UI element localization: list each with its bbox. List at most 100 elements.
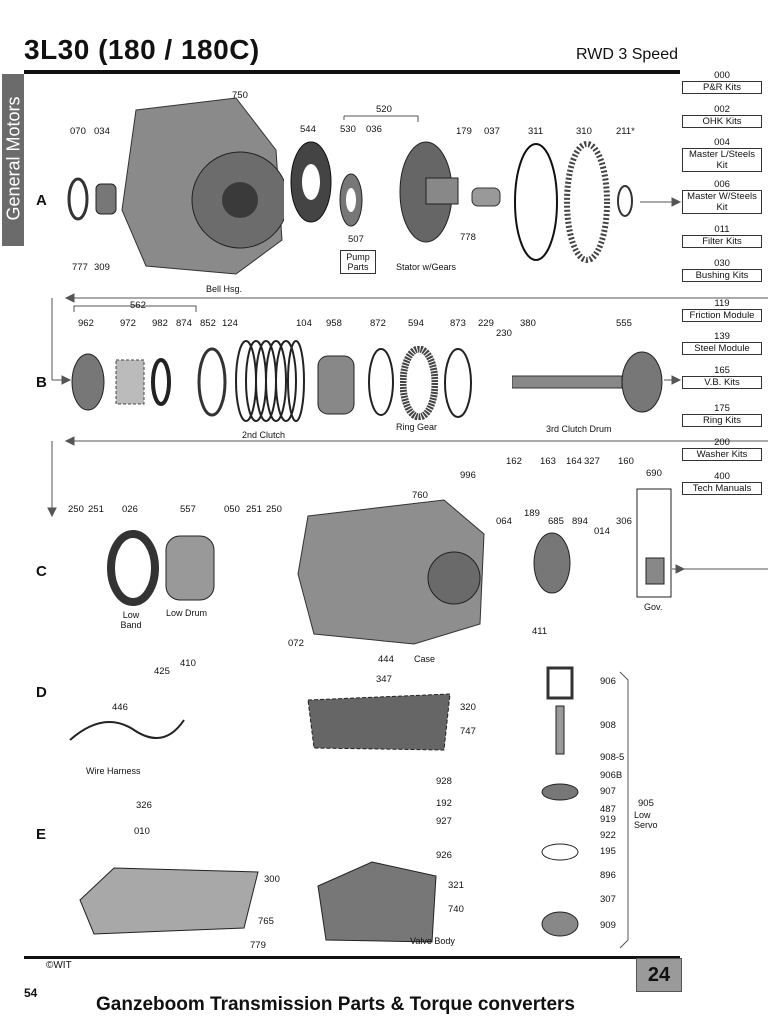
caption-2nd-clutch: 2nd Clutch: [242, 430, 286, 440]
low-drum-part: [164, 530, 216, 606]
part-520: 520: [376, 104, 392, 115]
part-306: 306: [616, 516, 632, 527]
footer-rule: [24, 956, 680, 959]
seal-ring-part: [338, 172, 364, 228]
caption-stator: Stator w/Gears: [396, 262, 457, 272]
part-928: 928: [436, 776, 452, 787]
part-444: 444: [378, 654, 394, 665]
part-410: 410: [180, 658, 196, 669]
seal-ring-311: [512, 140, 560, 264]
kit-label: Bushing Kits: [682, 269, 762, 282]
part-192: 192: [436, 798, 452, 809]
part-014: 014: [594, 526, 610, 537]
kit-label: OHK Kits: [682, 115, 762, 128]
part-164: 164: [566, 456, 582, 467]
kit-label: P&R Kits: [682, 81, 762, 94]
caption-low-servo: Low Servo: [634, 810, 658, 830]
part-778: 778: [460, 232, 476, 243]
part-411: 411: [532, 626, 548, 637]
separator-plate-part: [304, 690, 454, 754]
pump-parts-box: Pump Parts: [340, 250, 376, 274]
part-557: 557: [180, 504, 196, 515]
part-034: 034: [94, 126, 110, 137]
part-530: 530: [340, 124, 356, 135]
part-327: 327: [584, 456, 600, 467]
part-163: 163: [540, 456, 556, 467]
part-962: 962: [78, 318, 94, 329]
part-026: 026: [122, 504, 138, 515]
part-507: 507: [348, 234, 364, 245]
kit-code: 175: [714, 403, 730, 414]
part-760: 760: [412, 490, 428, 501]
part-905: 905: [638, 798, 654, 809]
section-b-label: B: [36, 374, 47, 391]
section-e-label: E: [36, 826, 47, 843]
part-425: 425: [154, 666, 170, 677]
part-124: 124: [222, 318, 238, 329]
part-906b: 906B: [600, 770, 623, 781]
part-852: 852: [200, 318, 216, 329]
kit-code: 200: [714, 437, 730, 448]
part-908-5: 908-5: [600, 752, 625, 763]
ring-gear-594: [399, 345, 439, 421]
kit-label: Tech Manuals: [682, 482, 762, 495]
oil-pan-part: [74, 858, 264, 938]
part-251-a: 251: [88, 504, 104, 515]
race-part: [150, 356, 172, 408]
part-310: 310: [576, 126, 592, 137]
part-195: 195: [600, 846, 616, 857]
kit-code: 006: [714, 179, 730, 190]
friction-plate-part: [288, 140, 334, 224]
part-307: 307: [600, 894, 616, 905]
kit-code: 000: [714, 70, 730, 81]
gear-685: [530, 530, 574, 596]
part-380: 380: [520, 318, 536, 329]
part-777: 777: [72, 262, 88, 273]
servo-stack-part: [540, 664, 580, 950]
ring-873: [442, 346, 474, 420]
kit-label: Filter Kits: [682, 235, 762, 248]
caption-gov: Gov.: [644, 602, 663, 612]
ring-872: [366, 346, 396, 418]
part-037: 037: [484, 126, 500, 137]
part-010: 010: [134, 826, 150, 837]
part-894: 894: [572, 516, 588, 527]
kit-code: 119: [714, 298, 730, 309]
part-907: 907: [600, 786, 616, 797]
part-972: 972: [120, 318, 136, 329]
kit-label: Ring Kits: [682, 414, 762, 427]
part-179: 179: [456, 126, 472, 137]
part-162: 162: [506, 456, 522, 467]
part-926: 926: [436, 850, 452, 861]
ring-211: [616, 184, 634, 218]
part-446: 446: [112, 702, 128, 713]
part-309: 309: [94, 262, 110, 273]
section-c-label: C: [36, 563, 47, 580]
part-251-b: 251: [246, 504, 262, 515]
part-908: 908: [600, 720, 616, 731]
part-982: 982: [152, 318, 168, 329]
governor-part: [636, 488, 672, 598]
part-765: 765: [258, 916, 274, 927]
kit-code: 002: [714, 104, 730, 115]
part-104: 104: [296, 318, 312, 329]
roller-clutch-part: [112, 356, 148, 408]
part-250-b: 250: [266, 504, 282, 515]
kit-code: 011: [714, 224, 730, 235]
caption-wire-harness: Wire Harness: [86, 766, 141, 776]
part-229: 229: [478, 318, 494, 329]
valve-body-part: [312, 856, 442, 946]
wire-harness-part: [64, 700, 188, 762]
kit-code: 400: [714, 471, 730, 482]
page-title: 3L30 (180 / 180C): [24, 34, 260, 65]
part-064: 064: [496, 516, 512, 527]
part-874: 874: [176, 318, 192, 329]
bell-housing-part: [116, 90, 289, 278]
kit-code: 139: [714, 331, 730, 342]
